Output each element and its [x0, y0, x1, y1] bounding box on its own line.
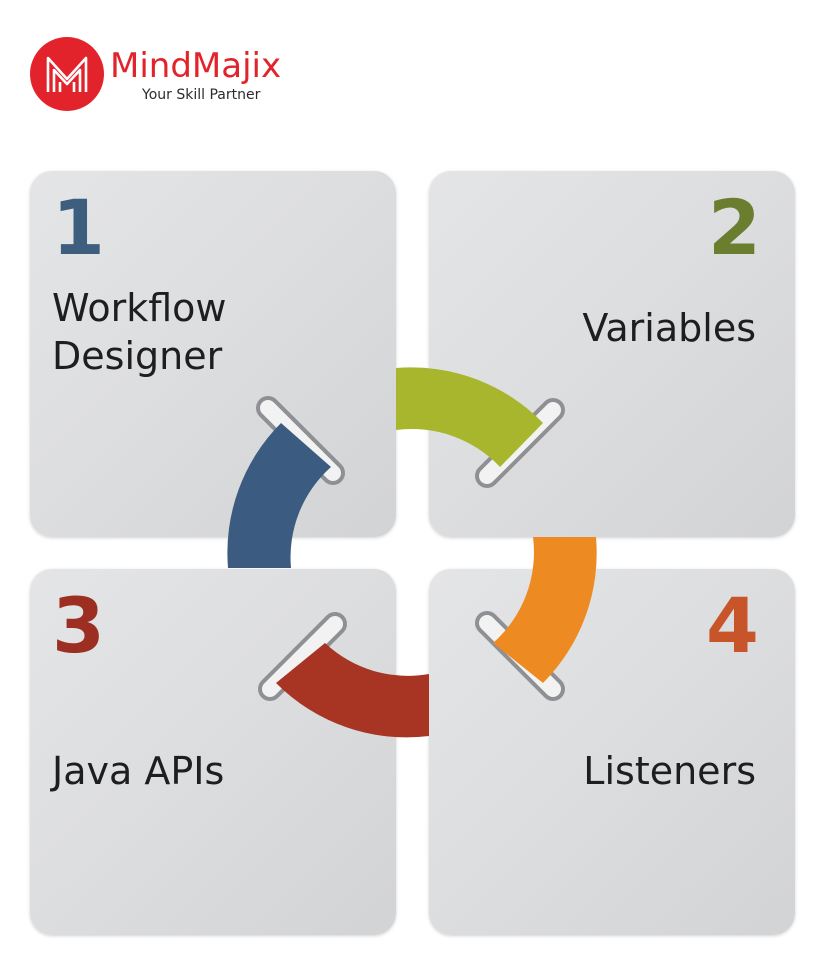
- step-1-number: 1: [52, 183, 105, 272]
- step-4-title-line-1: Listeners: [583, 749, 756, 793]
- brand-name: MindMajix: [110, 46, 282, 86]
- arc-blue: [227, 423, 331, 568]
- step-3-number: 3: [52, 581, 105, 670]
- step-2-number: 2: [708, 183, 761, 272]
- step-2-title: Variables: [582, 305, 756, 353]
- step-2-title-line-1: Variables: [582, 306, 756, 350]
- step-3-title: Java APIs: [52, 748, 224, 796]
- arc-green: [396, 367, 543, 467]
- arc-red: [276, 643, 429, 738]
- arc-orange: [493, 537, 597, 683]
- step-1-title-line-2: Designer: [52, 333, 223, 378]
- cycle-arcs: [227, 367, 597, 738]
- logo-circle: [30, 37, 104, 111]
- step-3-title-line-1: Java APIs: [52, 749, 225, 793]
- step-1-title: Workflow Designer: [52, 285, 227, 380]
- logo-m-icon: [46, 56, 88, 92]
- step-4-number: 4: [706, 581, 759, 670]
- step-1-title-line-1: Workflow: [52, 286, 227, 330]
- step-4-title: Listeners: [583, 748, 756, 796]
- brand-tagline: Your Skill Partner: [142, 87, 261, 103]
- brand-logo: [30, 37, 104, 111]
